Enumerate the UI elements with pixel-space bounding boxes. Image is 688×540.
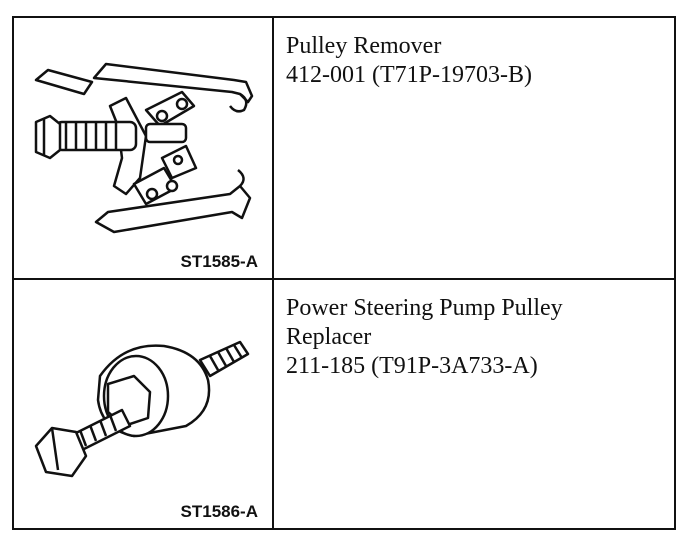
tool-illustration-cell: ST1586-A [14,280,272,528]
tool-name-line1: Power Steering Pump Pulley [286,295,563,321]
tool-name: Pulley Remover [286,33,442,59]
tool-illustration-cell: ST1585-A [14,18,272,278]
row-divider [14,278,674,280]
special-tools-table: ST1585-A Pulley Remover 412-001 (T71P-19… [12,16,676,530]
pulley-remover-icon [34,62,254,234]
tool-number: 412-001 (T71P-19703-B) [286,62,532,88]
illustration-code: ST1586-A [180,502,258,521]
tool-number: 211-185 (T91P-3A733-A) [286,353,538,379]
tool-description-cell: Power Steering Pump Pulley Replacer 211-… [274,280,674,528]
pulley-replacer-icon [34,340,250,478]
column-divider [272,18,274,528]
tool-name-line2: Replacer [286,324,372,350]
tool-description-cell: Pulley Remover 412-001 (T71P-19703-B) [274,18,674,278]
illustration-code: ST1585-A [180,252,258,271]
